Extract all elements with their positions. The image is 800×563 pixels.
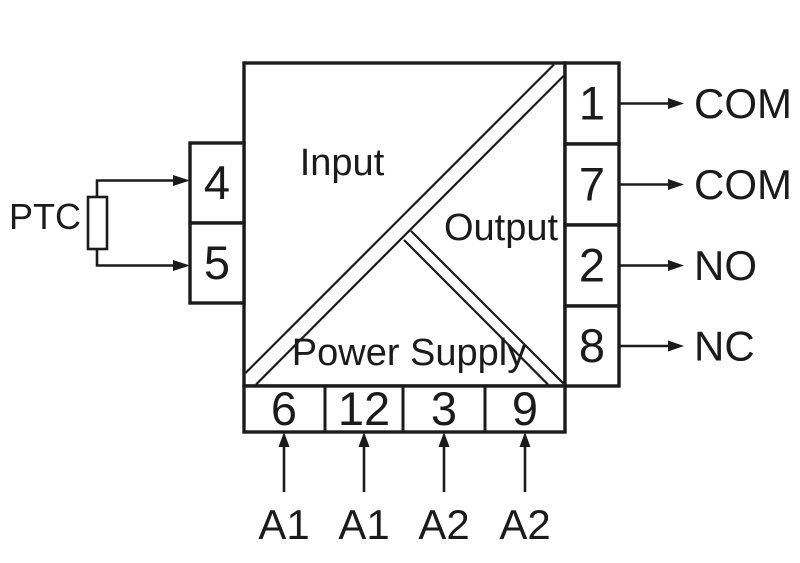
section-label-input: Input xyxy=(300,142,385,184)
terminal-6-number: 6 xyxy=(271,382,297,435)
arrow-terminal-3-icon xyxy=(438,432,450,447)
ptc-wire-to-terminal-5 xyxy=(95,249,174,267)
contact-label-com-2: COM xyxy=(694,161,792,208)
terminal-1-number: 1 xyxy=(579,77,605,130)
arrow-terminal-6-icon xyxy=(278,432,290,447)
arrow-into-terminal-5-icon xyxy=(173,260,190,271)
arrow-into-terminal-4-icon xyxy=(173,175,190,186)
divider-input-outer-line xyxy=(244,63,555,374)
section-label-power-supply: Power Supply xyxy=(292,332,526,374)
section-label-output: Output xyxy=(444,207,559,249)
device-body: Input Output Power Supply xyxy=(242,61,567,388)
terminal-5-box xyxy=(188,221,246,305)
supply-label-a1-1: A1 xyxy=(258,501,309,548)
terminal-4-number: 4 xyxy=(204,156,230,209)
contact-label-no: NO xyxy=(694,242,757,289)
arrow-terminal-8-icon xyxy=(668,340,684,352)
terminal-7-number: 7 xyxy=(579,158,605,211)
ptc-sensor-label: PTC xyxy=(9,196,81,237)
terminal-8-box xyxy=(563,304,621,388)
contact-label-nc: NC xyxy=(694,323,755,370)
supply-label-a1-2: A1 xyxy=(338,501,389,548)
terminal-2-number: 2 xyxy=(579,239,605,292)
terminal-2-box xyxy=(563,223,621,308)
terminal-3-number: 3 xyxy=(431,382,457,435)
terminal-7-box xyxy=(563,142,621,227)
arrow-terminal-1-icon xyxy=(668,98,684,109)
terminal-5-number: 5 xyxy=(204,236,230,289)
divider-input-inner-line xyxy=(255,75,565,386)
supply-label-a2-1: A2 xyxy=(418,501,469,548)
ptc-sensor-circuit: PTC xyxy=(9,175,190,271)
contact-label-com-1: COM xyxy=(694,80,792,127)
terminal-9-number: 9 xyxy=(512,382,538,435)
input-terminal-block: 4 5 xyxy=(188,141,246,305)
ptc-resistor-symbol xyxy=(86,195,109,251)
output-terminal-block: 1 7 2 8 COM COM NO NC xyxy=(563,61,792,388)
terminal-12-number: 12 xyxy=(338,382,390,435)
supply-label-a2-2: A2 xyxy=(499,501,550,548)
arrow-terminal-9-icon xyxy=(519,432,531,447)
divider-output-lower-line xyxy=(403,239,549,386)
ptc-wire-to-terminal-4 xyxy=(95,179,174,197)
arrow-terminal-12-icon xyxy=(358,432,370,447)
power-terminal-block: 6 12 3 9 A1 A1 A2 A2 xyxy=(242,382,567,548)
arrow-terminal-2-icon xyxy=(668,260,684,271)
arrow-terminal-7-icon xyxy=(668,179,684,190)
terminal-8-number: 8 xyxy=(579,319,605,372)
divider-output-upper-line xyxy=(410,230,565,385)
